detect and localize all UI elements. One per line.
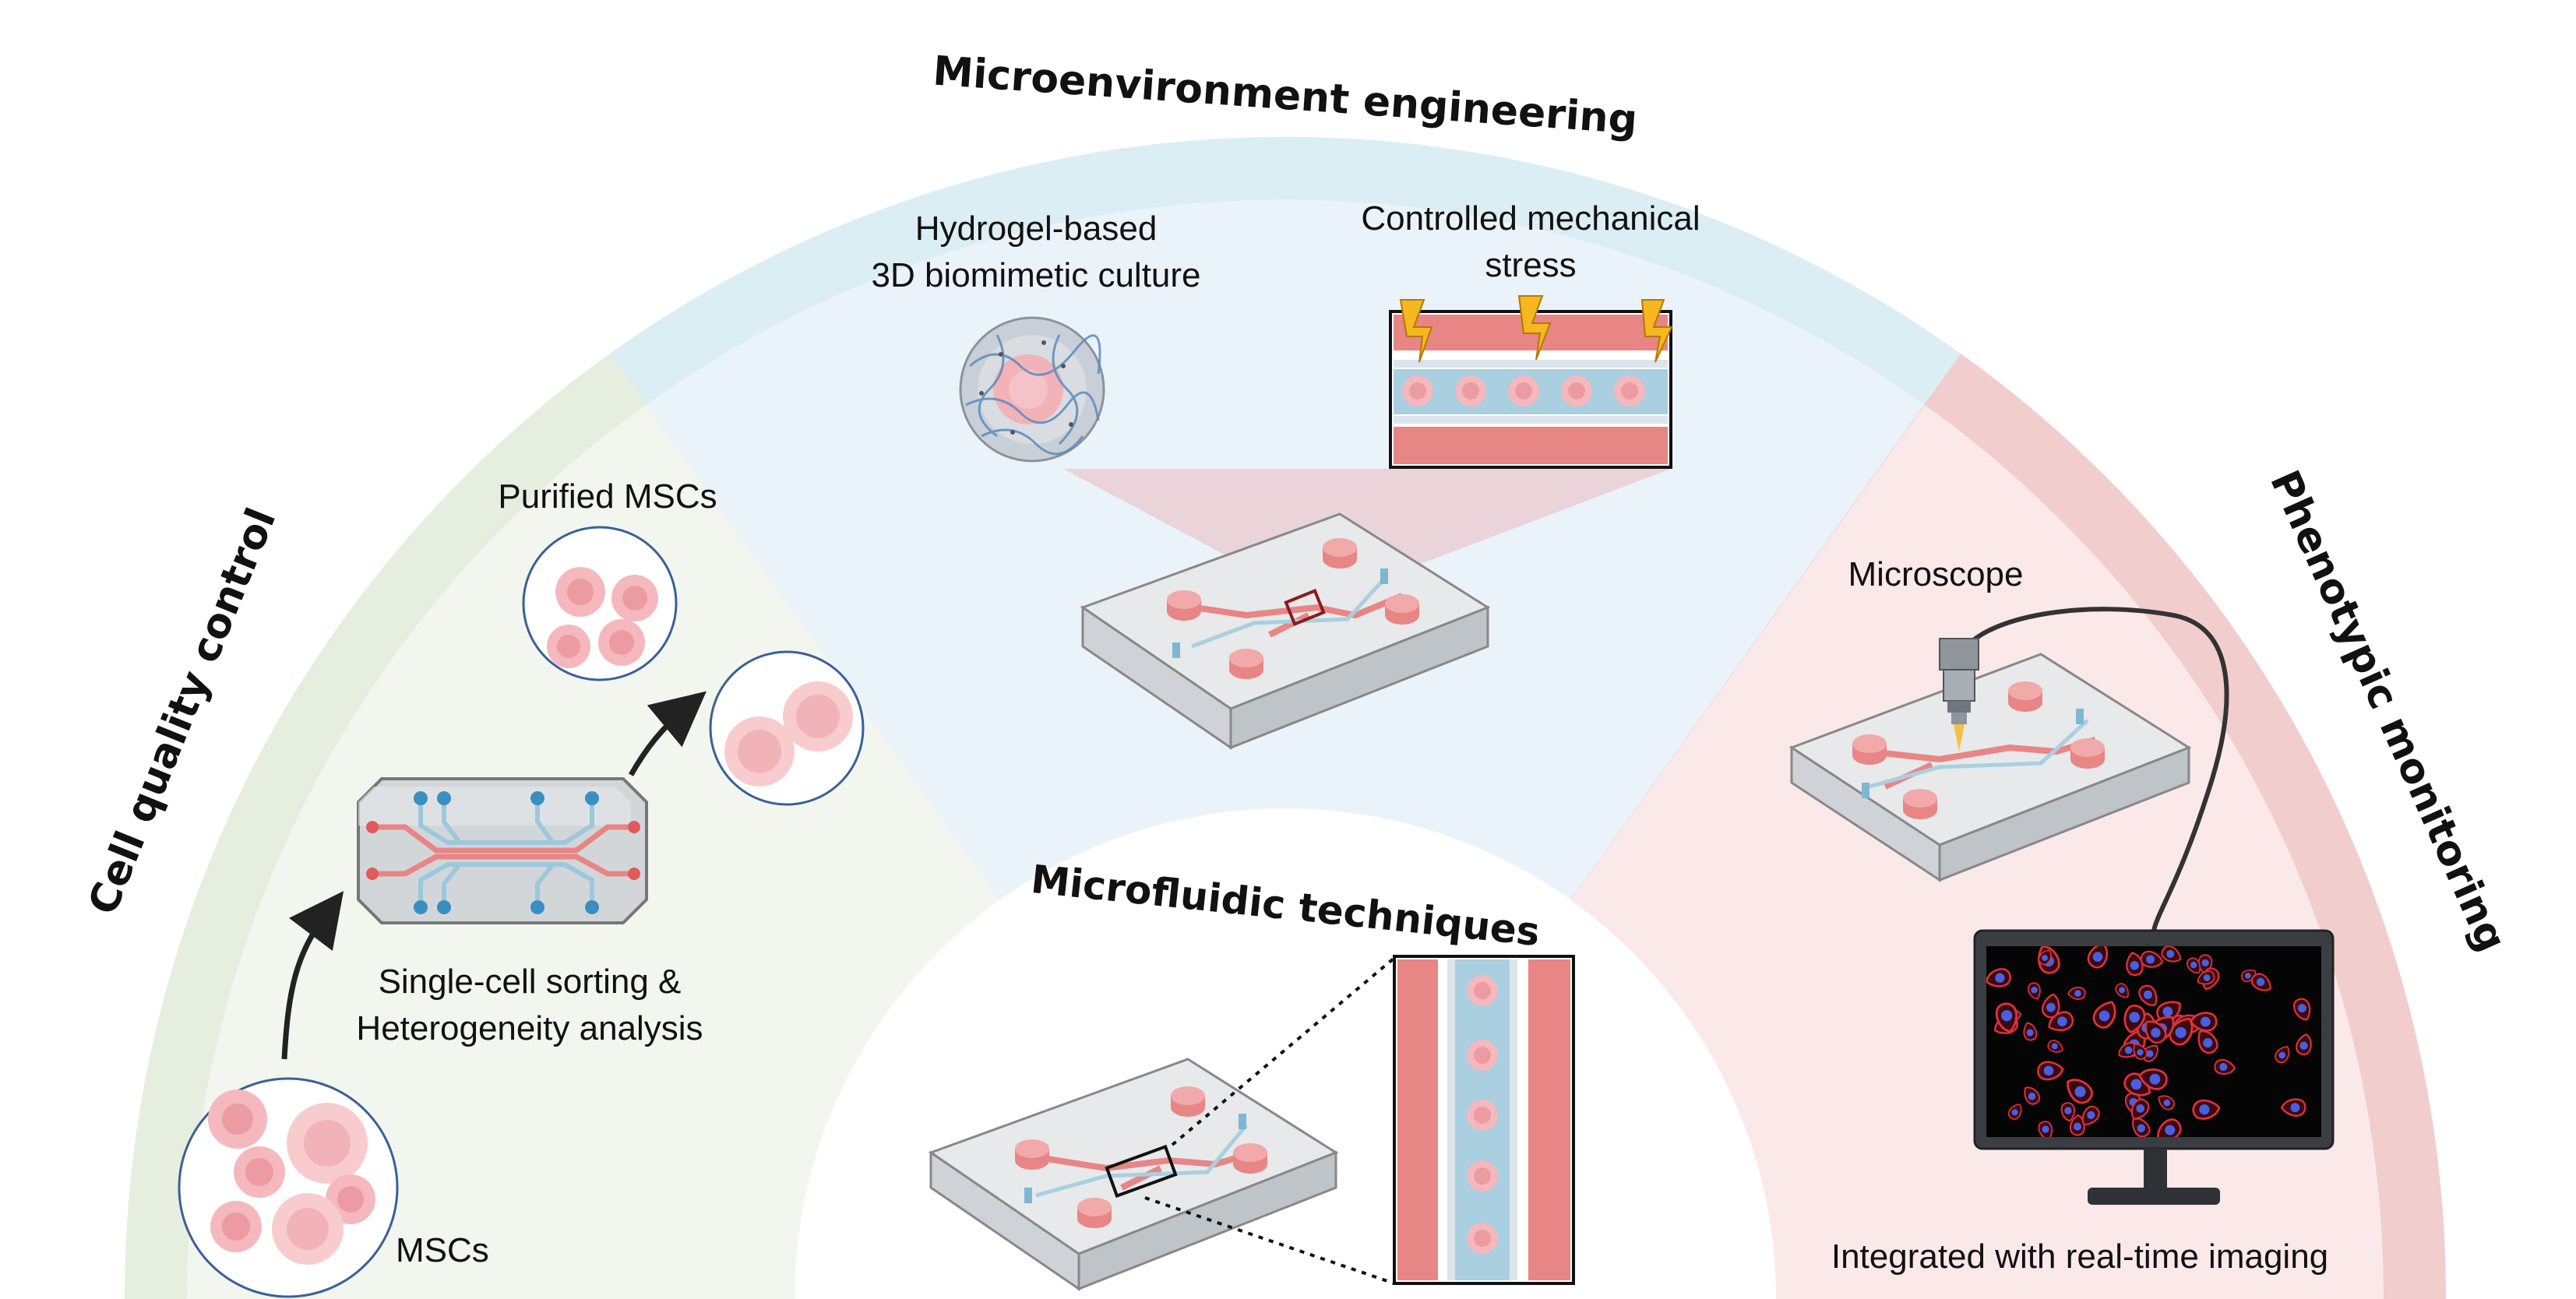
fluorescent-cell xyxy=(2028,982,2041,1000)
fluorescent-cell xyxy=(2115,983,2129,998)
fluorescent-cell xyxy=(2197,970,2215,985)
fluorescent-cell xyxy=(2250,973,2271,991)
fluorescent-cell xyxy=(2081,1105,2100,1125)
zoom-line-top xyxy=(1171,956,1396,1146)
fluorescent-cell xyxy=(2067,1079,2093,1104)
fluorescent-cell xyxy=(2169,1017,2194,1046)
mechanical-stress-panel xyxy=(1389,295,1673,469)
fluorescent-cell xyxy=(2296,1033,2312,1055)
right-chip xyxy=(1788,653,2192,882)
right-chip-wells xyxy=(1852,681,2105,819)
hydrogel-sphere xyxy=(959,316,1105,463)
top-section: Hydrogel-based 3D biomimetic culture Con… xyxy=(871,199,1700,750)
microscope-objective-icon xyxy=(1939,638,1979,752)
fluorescent-cell xyxy=(2092,1001,2116,1029)
fluorescent-cell xyxy=(2138,1068,2168,1090)
msc-cell xyxy=(272,1193,344,1265)
fluorescent-cell xyxy=(2067,987,2086,1000)
stress-cells xyxy=(1402,375,1645,407)
fluorescent-cell xyxy=(2190,1012,2218,1032)
label-sorting-line2: Heterogeneity analysis xyxy=(356,1009,703,1047)
fluorescent-cell xyxy=(2024,1086,2041,1105)
fluorescent-cell xyxy=(2292,998,2311,1021)
fluorescent-cell xyxy=(2023,1022,2038,1041)
lightning-bolt-icons xyxy=(1399,295,1673,363)
purified-circle-small-cells xyxy=(522,526,678,681)
fluorescent-cell xyxy=(2157,1118,2182,1137)
top-chip-wells xyxy=(1167,538,1419,679)
label-microscope: Microscope xyxy=(1848,555,2024,593)
fluorescent-cell xyxy=(2140,950,2164,968)
msc-cell xyxy=(287,1103,368,1184)
fluorescent-cell xyxy=(2037,1061,2064,1081)
msc-cell xyxy=(210,1201,262,1252)
label-stress-line2: stress xyxy=(1485,246,1576,284)
fluorescent-cell xyxy=(2141,1044,2158,1062)
inset-cells xyxy=(1467,975,1498,1254)
msc-cell xyxy=(208,1090,267,1149)
fluorescent-cell xyxy=(2158,1095,2175,1111)
fluorescent-cell xyxy=(2138,984,2158,1006)
sector-top-inner xyxy=(646,199,1925,1299)
channel-zoom-inset xyxy=(1393,955,1575,1285)
fluorescent-cell xyxy=(2144,1020,2167,1044)
sector-backgrounds xyxy=(124,136,2447,1299)
fluorescent-cell xyxy=(2192,1099,2221,1120)
center-section xyxy=(928,955,1575,1291)
fluorescent-cell xyxy=(2132,1118,2151,1137)
monitor xyxy=(1973,929,2335,1205)
fluorescent-cell xyxy=(2133,1044,2148,1060)
chip-red-channels xyxy=(374,824,633,877)
label-stress-line1: Controlled mechanical xyxy=(1361,199,1700,238)
sorting-chip xyxy=(357,777,648,924)
chip-blue-ports xyxy=(414,791,599,914)
arrow-chip-to-purified xyxy=(628,691,707,776)
label-realtime-imaging: Integrated with real-time imaging xyxy=(1831,1237,2328,1276)
fluorescent-cell xyxy=(2042,993,2060,1019)
fluorescent-cell xyxy=(2087,946,2109,969)
fluorescent-cell xyxy=(2038,1121,2053,1137)
fluorescent-cell xyxy=(2060,1102,2075,1122)
chip-blue-channels xyxy=(418,802,594,903)
fluorescent-cell xyxy=(1986,968,2011,987)
label-purified-mscs: Purified MSCs xyxy=(498,477,717,516)
fluorescent-cell xyxy=(1995,1002,2017,1033)
center-chip-wells xyxy=(1015,1086,1267,1228)
label-hydrogel-line1: Hydrogel-based xyxy=(915,209,1158,248)
fluorescent-cell xyxy=(2161,946,2182,963)
fluorescent-cell xyxy=(2130,1098,2150,1120)
right-section: Microscope xyxy=(1788,555,2335,1276)
fluorescent-cell xyxy=(2275,1046,2290,1064)
fluorescent-cells xyxy=(1986,946,2312,1137)
microscope-cable xyxy=(1965,607,2229,931)
fluorescent-cell xyxy=(2214,1058,2236,1075)
fluorescent-cell xyxy=(2038,949,2052,966)
fluorescent-cell xyxy=(2123,1005,2146,1034)
title-top: Microenvironment engineering xyxy=(932,48,1639,143)
msc-cell xyxy=(234,1146,285,1198)
label-hydrogel-line2: 3D biomimetic culture xyxy=(871,256,1200,294)
purified-circle-large-cells xyxy=(709,650,865,806)
left-section: MSCs xyxy=(178,477,865,1298)
fluorescent-cell xyxy=(2156,1001,2181,1023)
zoom-line-bottom xyxy=(1144,1196,1395,1285)
fluorescent-cell xyxy=(2007,1104,2022,1120)
chip-red-ports xyxy=(366,821,640,880)
fluorescent-cell xyxy=(2197,1030,2218,1054)
top-chip xyxy=(1080,512,1491,750)
fluorescent-cell xyxy=(2047,1040,2064,1053)
msc-input-circle xyxy=(178,1077,399,1298)
label-mscs: MSCs xyxy=(396,1231,489,1269)
fluorescent-cell xyxy=(2280,1098,2306,1117)
fluorescent-cell xyxy=(2186,957,2201,974)
arrow-input-to-chip xyxy=(281,891,344,1060)
fluorescent-cell xyxy=(2126,952,2144,977)
label-sorting-line1: Single-cell sorting & xyxy=(379,963,682,1001)
